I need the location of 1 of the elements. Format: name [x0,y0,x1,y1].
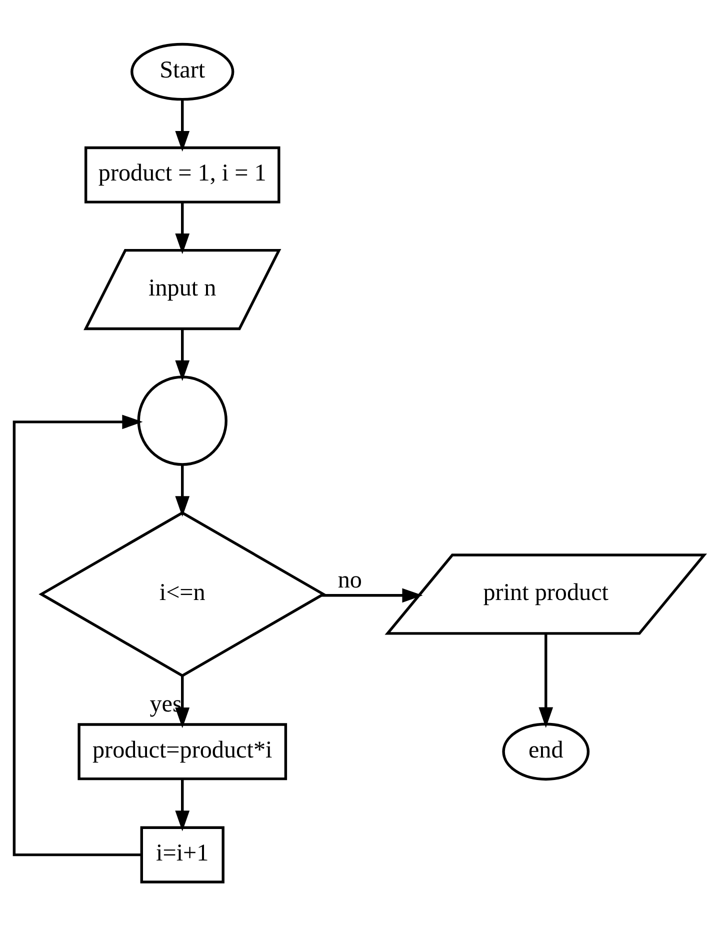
edge-label: no [338,566,362,594]
